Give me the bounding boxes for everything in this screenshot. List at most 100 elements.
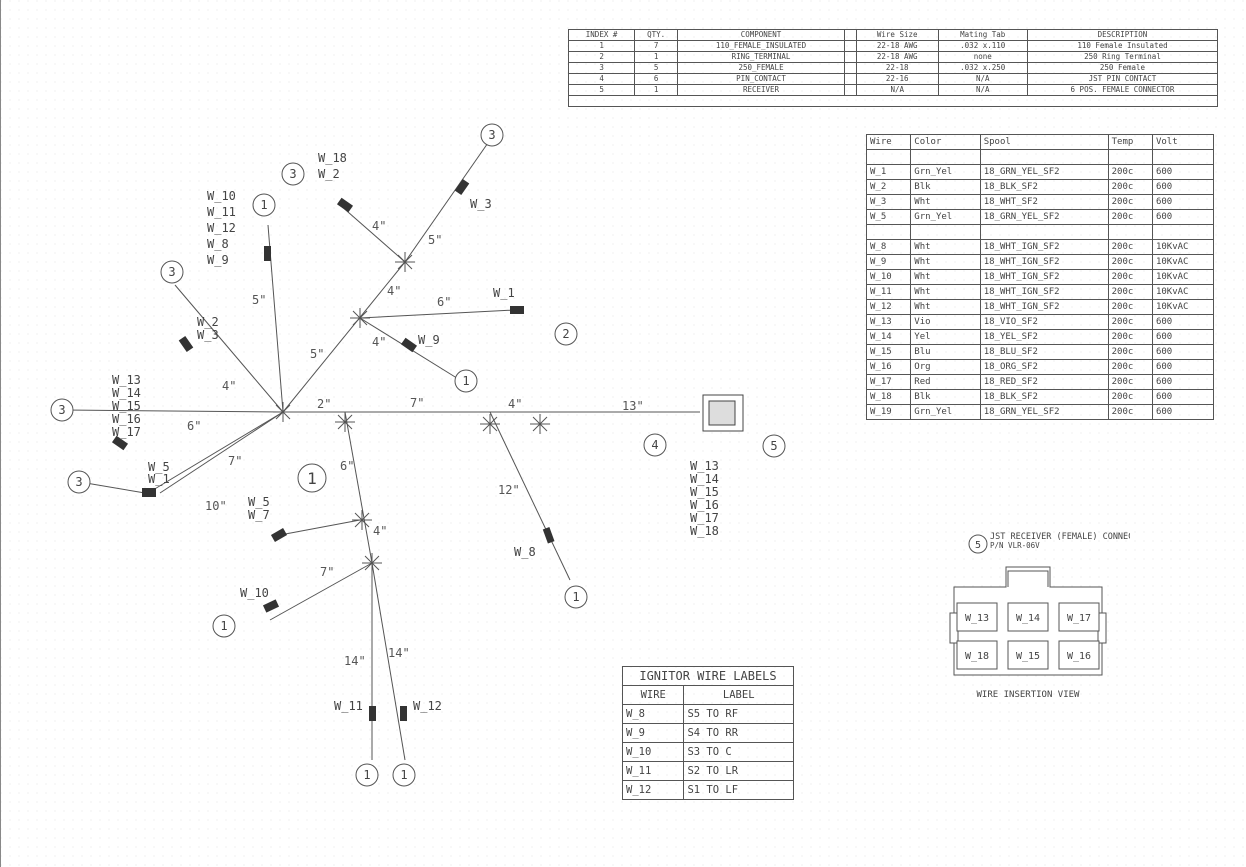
wire-cell: W_13 (865, 314, 912, 330)
wire-label: W_9 (418, 333, 440, 347)
wire-cell: Org (910, 359, 981, 375)
component-cell: 5 (634, 62, 679, 74)
component-cell: 22-18 AWG (855, 40, 939, 52)
wire-cell: 18_WHT_IGN_SF2 (979, 239, 1109, 255)
wire-label: W_2 (318, 167, 340, 181)
component-header-cell: COMPONENT (677, 29, 845, 41)
length-label: 13" (622, 399, 644, 413)
wire-cell: 18_GRN_YEL_SF2 (979, 164, 1109, 180)
wire-cell: Yel (910, 329, 981, 345)
wire-label: W_16 (690, 498, 719, 512)
length-label: 10" (205, 499, 227, 513)
connector-pin-label: W_15 (1016, 651, 1040, 662)
wire-label: W_3 (197, 328, 219, 342)
length-label: 5" (428, 233, 442, 247)
wire-cell: 18_BLU_SF2 (979, 344, 1109, 360)
wire-cell: 18_WHT_IGN_SF2 (979, 284, 1109, 300)
wire-label: W_14 (112, 386, 141, 400)
wire-cell: 18_GRN_YEL_SF2 (979, 209, 1109, 225)
component-cell (843, 84, 857, 96)
wire-cell: 18_ORG_SF2 (979, 359, 1109, 375)
connector-pin-label: W_13 (965, 613, 989, 624)
component-cell: N/A (855, 84, 939, 96)
wire-label: W_12 (207, 221, 236, 235)
wire-cell: Wht (910, 194, 981, 210)
wire-cell: 200c (1107, 209, 1153, 225)
wire-cell: 18_BLK_SF2 (979, 179, 1109, 195)
wire-cell: 10KvAC (1151, 284, 1215, 300)
length-label: 4" (387, 284, 401, 298)
wire-cell: 200c (1107, 389, 1153, 405)
wire-label: W_18 (690, 524, 719, 538)
wire-cell: Wht (910, 269, 981, 285)
balloon-label: 1 (572, 590, 579, 604)
wire-cell: 200c (1107, 164, 1153, 180)
wire-header-cell: Temp (1107, 134, 1153, 150)
wire-cell: 18_GRN_YEL_SF2 (979, 404, 1109, 420)
wire-label: W_1 (148, 472, 170, 486)
component-cell: 250 Female (1026, 62, 1219, 74)
component-cell: 5 (567, 84, 636, 96)
component-cell: 1 (567, 40, 636, 52)
wire-cell: 600 (1151, 344, 1215, 360)
component-header-cell: INDEX # (567, 29, 636, 41)
component-cell: 1 (634, 84, 679, 96)
wire-cell: Wht (910, 299, 981, 315)
balloon-label: 1 (462, 374, 469, 388)
balloon-label: 1 (307, 469, 317, 488)
wire-label: W_11 (334, 699, 363, 713)
wire-cell: 200c (1107, 314, 1153, 330)
wire-label: W_9 (207, 253, 229, 267)
balloon-label: 3 (75, 475, 82, 489)
balloons (50, 123, 786, 787)
length-label: 7" (410, 396, 424, 410)
wire-cell: Red (910, 374, 981, 390)
length-label: 2" (317, 397, 331, 411)
connector-caption: WIRE INSERTION VIEW (977, 690, 1081, 700)
ignitor-cell: S4 TO RR (683, 723, 794, 743)
wire-label: W_8 (207, 237, 229, 251)
wire-cell: 10KvAC (1151, 299, 1215, 315)
wire-cell: 200c (1107, 299, 1153, 315)
wire-cell: Grn_Yel (910, 209, 981, 225)
wire-cell: 200c (1107, 179, 1153, 195)
ignitor-cell: W_11 (621, 761, 685, 781)
component-cell: .032 x.110 (937, 40, 1028, 52)
wire-label: W_15 (112, 399, 141, 413)
wire-cell: 600 (1151, 194, 1215, 210)
component-cell (843, 40, 857, 52)
wire-cell: 10KvAC (1151, 269, 1215, 285)
component-cell: .032 x.250 (937, 62, 1028, 74)
component-cell: JST PIN CONTACT (1026, 73, 1219, 85)
ignitor-header-cell: WIRE (621, 685, 685, 705)
terminals (111, 178, 555, 721)
splice-points (273, 252, 550, 573)
ignitor-cell: S5 TO RF (683, 704, 794, 724)
wire-cell: W_9 (865, 254, 912, 270)
component-header-cell: Mating Tab (937, 29, 1028, 41)
balloon-label: 1 (400, 768, 407, 782)
connector-title: JST RECEIVER (FEMALE) CONNECTOR (990, 532, 1130, 542)
component-cell: 1 (634, 51, 679, 63)
wire-cell: W_18 (865, 389, 912, 405)
component-cell: PIN_CONTACT (677, 73, 845, 85)
length-label: 4" (372, 335, 386, 349)
wire-cell: 200c (1107, 404, 1153, 420)
wire-cell: 600 (1151, 374, 1215, 390)
balloon-label: 1 (363, 768, 370, 782)
